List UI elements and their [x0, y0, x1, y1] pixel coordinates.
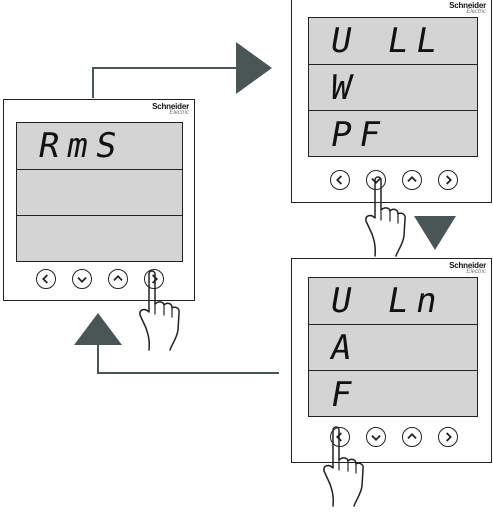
up-icon	[407, 176, 417, 182]
left-button[interactable]	[330, 427, 350, 447]
right-icon	[446, 175, 452, 185]
down-icon	[77, 277, 87, 283]
display-row-1: U LL	[309, 18, 477, 65]
display-row-1: RmS	[17, 123, 182, 170]
display-row-2: A	[309, 325, 477, 371]
left-icon	[42, 274, 48, 284]
connector-rms-to-ull	[92, 67, 238, 98]
up-button[interactable]	[402, 170, 422, 190]
left-button[interactable]	[36, 269, 56, 289]
display-row-text: PF	[327, 114, 392, 155]
down-icon	[371, 435, 381, 441]
left-icon	[336, 175, 342, 185]
right-icon	[152, 274, 158, 284]
display-row-1: U Ln	[309, 278, 477, 325]
brand-sub: Electric	[466, 269, 486, 275]
lcd-display: RmS	[16, 122, 183, 262]
right-button[interactable]	[438, 427, 458, 447]
down-button[interactable]	[366, 427, 386, 447]
display-row-text: U Ln	[327, 281, 449, 321]
voltage-ln-device: Schneider Electric U Ln A F	[291, 258, 492, 463]
left-icon	[336, 432, 342, 442]
up-button[interactable]	[108, 269, 128, 289]
brand-name: Schneider	[449, 1, 486, 10]
display-row-3: F	[309, 371, 477, 418]
up-button[interactable]	[402, 427, 422, 447]
arrowhead-right	[236, 42, 272, 94]
right-button[interactable]	[438, 170, 458, 190]
arrowhead-down	[414, 216, 456, 250]
connector-uln-to-rms	[97, 345, 279, 374]
voltage-ll-device: Schneider Electric U LL W PF	[291, 0, 492, 203]
display-row-text: RmS	[35, 126, 128, 166]
brand-logo: Schneider Electric	[152, 102, 189, 117]
arrowhead-up	[74, 313, 122, 345]
lcd-display: U Ln A F	[308, 277, 478, 417]
display-row-text: U LL	[327, 21, 449, 61]
rms-device: Schneider Electric RmS	[3, 99, 195, 301]
brand-logo: Schneider Electric	[449, 261, 486, 276]
down-icon	[371, 178, 381, 184]
display-row-text: W	[327, 67, 364, 108]
display-row-text: A	[327, 327, 364, 368]
up-icon	[113, 275, 123, 281]
display-row-text: F	[327, 374, 364, 415]
pointing-hand-icon	[139, 270, 180, 351]
down-button[interactable]	[72, 269, 92, 289]
brand-name: Schneider	[449, 261, 486, 270]
left-button[interactable]	[330, 170, 350, 190]
right-icon	[446, 432, 452, 442]
lcd-display: U LL W PF	[308, 17, 478, 157]
brand-sub: Electric	[169, 110, 189, 116]
display-row-2: W	[309, 65, 477, 111]
brand-sub: Electric	[466, 9, 486, 15]
up-icon	[407, 433, 417, 439]
display-row-3	[17, 216, 182, 263]
pointing-hand-icon	[323, 426, 364, 507]
display-row-2	[17, 170, 182, 216]
pointing-hand-icon	[365, 176, 406, 257]
brand-logo: Schneider Electric	[449, 1, 486, 16]
display-row-3: PF	[309, 111, 477, 158]
brand-name: Schneider	[152, 102, 189, 111]
